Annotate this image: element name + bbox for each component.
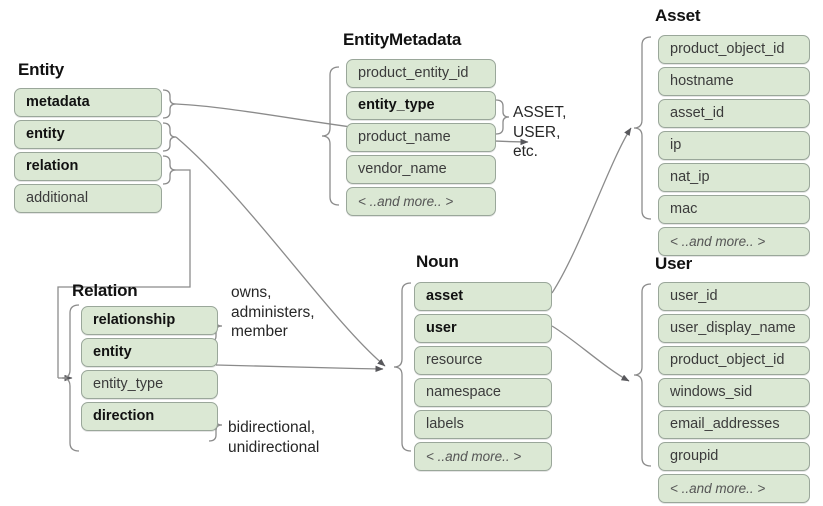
row-em-product-name[interactable]: product_name [346,123,496,152]
row-noun-and-more[interactable]: < ..and more.. > [414,442,552,471]
row-asset-and-more[interactable]: < ..and more.. > [658,227,810,256]
row-noun-user[interactable]: user [414,314,552,343]
link-relation-entity-to-noun [215,364,384,373]
row-em-vendor-name[interactable]: vendor_name [346,155,496,184]
brace-relation-group [61,304,80,452]
row-noun-namespace[interactable]: namespace [414,378,552,407]
row-user-user-display-name[interactable]: user_display_name [658,314,810,343]
annotation-entity-type-values: ASSET, USER, etc. [513,104,567,160]
row-relation-relationship[interactable]: relationship [81,306,218,335]
row-asset-product-object-id[interactable]: product_object_id [658,35,810,64]
group-title-entity-metadata: EntityMetadata [343,30,462,49]
brace-entitymetadata-group [321,66,340,206]
row-noun-asset[interactable]: asset [414,282,552,311]
row-em-and-more[interactable]: < ..and more.. > [346,187,496,216]
link-noun-user-to-user [551,325,630,382]
brace-entity-type-values [495,99,510,135]
row-relation-entity-type[interactable]: entity_type [81,370,218,399]
group-title-asset: Asset [655,6,701,25]
row-entity-entity[interactable]: entity [14,120,162,149]
rows-user: user_id user_display_name product_object… [658,282,810,506]
brace-entity-relation-row [162,155,177,185]
group-title-user: User [655,254,693,273]
row-noun-resource[interactable]: resource [414,346,552,375]
rows-relation: relationship entity entity_type directio… [81,306,218,434]
rows-entity-metadata: product_entity_id entity_type product_na… [346,59,496,219]
row-user-windows-sid[interactable]: windows_sid [658,378,810,407]
rows-entity: metadata entity relation additional [14,88,162,216]
row-asset-nat-ip[interactable]: nat_ip [658,163,810,192]
group-title-relation: Relation [72,281,138,300]
annotation-relationship-values: owns, administers, member [231,284,315,340]
rows-noun: asset user resource namespace labels < .… [414,282,552,474]
brace-user-group [633,283,652,467]
row-user-groupid[interactable]: groupid [658,442,810,471]
row-asset-mac[interactable]: mac [658,195,810,224]
row-em-product-entity-id[interactable]: product_entity_id [346,59,496,88]
row-entity-relation[interactable]: relation [14,152,162,181]
row-noun-labels[interactable]: labels [414,410,552,439]
rows-asset: product_object_id hostname asset_id ip n… [658,35,810,259]
row-asset-ip[interactable]: ip [658,131,810,160]
brace-entity-entity-row [162,122,177,152]
brace-asset-group [633,36,652,220]
row-user-email-addresses[interactable]: email_addresses [658,410,810,439]
row-asset-hostname[interactable]: hostname [658,67,810,96]
row-entity-metadata[interactable]: metadata [14,88,162,117]
row-entity-additional[interactable]: additional [14,184,162,213]
annotation-direction-values: bidirectional, unidirectional [228,419,320,456]
row-relation-entity[interactable]: entity [81,338,218,367]
row-em-entity-type[interactable]: entity_type [346,91,496,120]
row-user-user-id[interactable]: user_id [658,282,810,311]
row-user-and-more[interactable]: < ..and more.. > [658,474,810,503]
row-user-product-object-id[interactable]: product_object_id [658,346,810,375]
row-relation-direction[interactable]: direction [81,402,218,431]
brace-noun-group [393,282,412,452]
group-title-entity: Entity [18,60,65,79]
group-title-noun: Noun [416,252,459,271]
row-asset-asset-id[interactable]: asset_id [658,99,810,128]
brace-entity-metadata-row [162,89,177,119]
